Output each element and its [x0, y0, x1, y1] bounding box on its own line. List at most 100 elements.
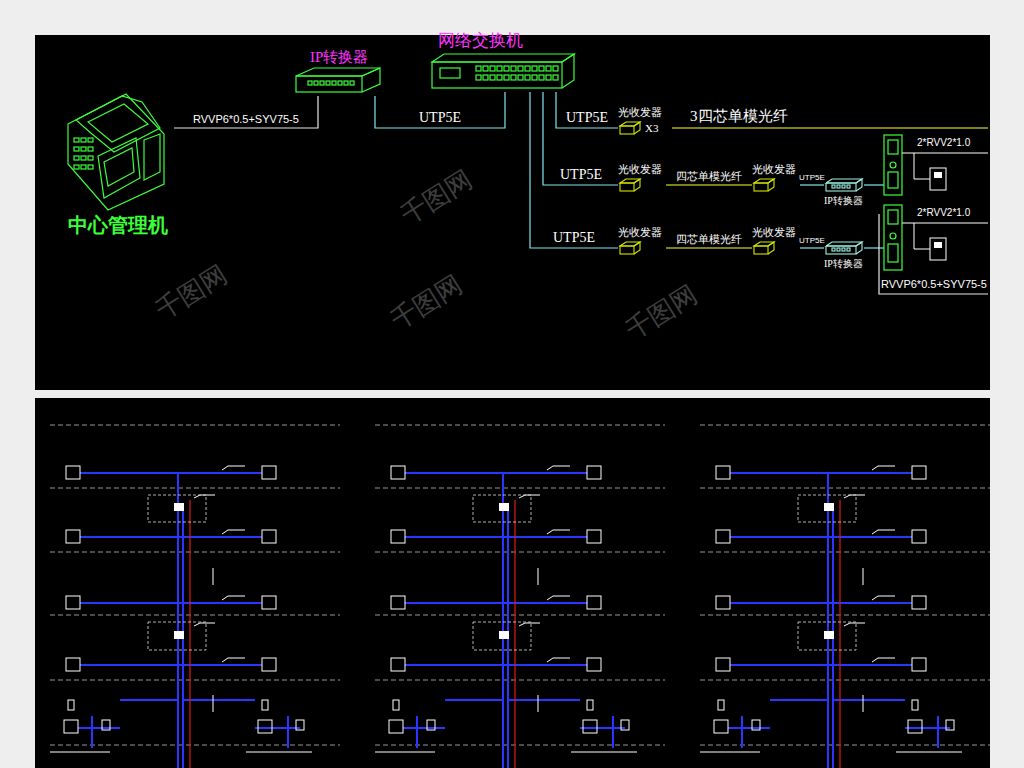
multiplier-label: X3	[645, 121, 658, 135]
ip-converter: IP转换器	[292, 48, 388, 96]
device-illustration	[824, 178, 864, 192]
device-outline	[754, 246, 768, 254]
device-label: IP转换器	[824, 194, 864, 207]
device-outline	[81, 147, 86, 151]
wire-line	[902, 223, 988, 224]
device-outline	[842, 248, 845, 251]
device-outline	[832, 185, 835, 188]
device-outline	[837, 248, 840, 251]
device-outline	[620, 126, 634, 134]
device-outline	[74, 165, 79, 169]
device-outline	[88, 147, 93, 151]
device-outline	[525, 66, 530, 71]
wire-line	[902, 153, 988, 154]
device-label: 光收发器	[618, 225, 666, 239]
device-outline	[511, 75, 516, 80]
device-outline	[504, 66, 509, 71]
optical-transceiver: 光收发器	[618, 162, 666, 192]
device-outline	[847, 248, 850, 251]
device-outline	[754, 183, 768, 191]
device-outline	[518, 75, 523, 80]
device-outline	[837, 185, 840, 188]
device-outline	[842, 185, 845, 188]
floor-plan-column	[50, 425, 340, 768]
door-station	[884, 205, 902, 270]
device-outline	[74, 147, 79, 151]
device-row: X3	[618, 121, 668, 135]
fiber-line	[672, 127, 988, 128]
cable-connector	[666, 247, 752, 248]
cable-label: RVVP6*0.5+SYV75-5	[192, 113, 300, 126]
device-outline	[832, 248, 835, 251]
device-outline	[326, 81, 330, 85]
device-outline	[539, 66, 544, 71]
device-outline	[888, 172, 898, 188]
device-outline	[104, 148, 134, 186]
device-label: IP转换器	[824, 257, 864, 270]
device-outline	[296, 76, 362, 92]
device-outline	[88, 104, 148, 142]
device-outline	[884, 135, 902, 195]
device-label: 光收发器	[618, 105, 668, 119]
device-outline	[490, 75, 495, 80]
device-label: 光收发器	[752, 225, 800, 239]
network-switch: 网络交换机	[428, 30, 583, 92]
device-outline	[350, 81, 354, 85]
device-outline	[497, 66, 502, 71]
cable-label: UTP5E	[565, 110, 609, 126]
cable-label: UTP5E	[552, 230, 596, 246]
device-outline	[308, 81, 312, 85]
device-outline	[81, 165, 86, 169]
device-illustration	[752, 178, 776, 192]
device-outline	[476, 66, 481, 71]
device-outline	[74, 138, 79, 142]
device-outline	[768, 179, 774, 191]
top-panel	[35, 35, 990, 390]
device-outline	[88, 165, 93, 169]
cable-connector	[543, 92, 618, 185]
device-outline	[476, 75, 481, 80]
device-label: 网络交换机	[428, 30, 583, 52]
bus-cable	[879, 214, 988, 294]
exit-button-wiring	[902, 153, 988, 260]
device-outline	[888, 244, 898, 262]
cable-connector	[666, 184, 752, 185]
management-console: 中心管理机	[62, 72, 174, 238]
device-outline	[634, 179, 640, 191]
device-outline	[296, 68, 380, 76]
device-outline	[930, 238, 946, 260]
floor-plan-column	[375, 425, 665, 768]
optical-transceiver: 光收发器 X3	[618, 105, 668, 135]
cable-connector	[375, 92, 505, 128]
device-dot	[890, 162, 896, 168]
device-outline	[518, 66, 523, 71]
device-outline	[634, 242, 640, 254]
exit-button	[934, 172, 942, 178]
device-outline	[332, 81, 336, 85]
device-illustration	[752, 241, 776, 255]
ip-converter: IP转换器	[824, 178, 864, 207]
device-outline	[432, 54, 574, 62]
lead-line	[914, 223, 930, 249]
device-illustration	[428, 52, 578, 92]
device-illustration	[62, 72, 172, 212]
exit-button	[934, 242, 942, 248]
cable-label: 2*RVV2*1.0	[917, 207, 970, 219]
device-label: 光收发器	[752, 162, 800, 176]
watermark: 千图网	[620, 279, 702, 346]
device-illustration	[824, 241, 864, 255]
floor-plan-column	[700, 425, 990, 768]
device-outline	[432, 62, 562, 88]
cable-label: 四芯单模光纤	[675, 170, 743, 183]
device-outline	[81, 156, 86, 160]
device-outline	[634, 122, 640, 134]
cable-label: UTP5E	[798, 236, 826, 246]
device-outline	[483, 75, 488, 80]
device-outline	[546, 66, 551, 71]
device-outline	[68, 94, 164, 210]
device-outline	[620, 183, 634, 191]
device-label: 光收发器	[618, 162, 666, 176]
device-outline	[344, 81, 348, 85]
